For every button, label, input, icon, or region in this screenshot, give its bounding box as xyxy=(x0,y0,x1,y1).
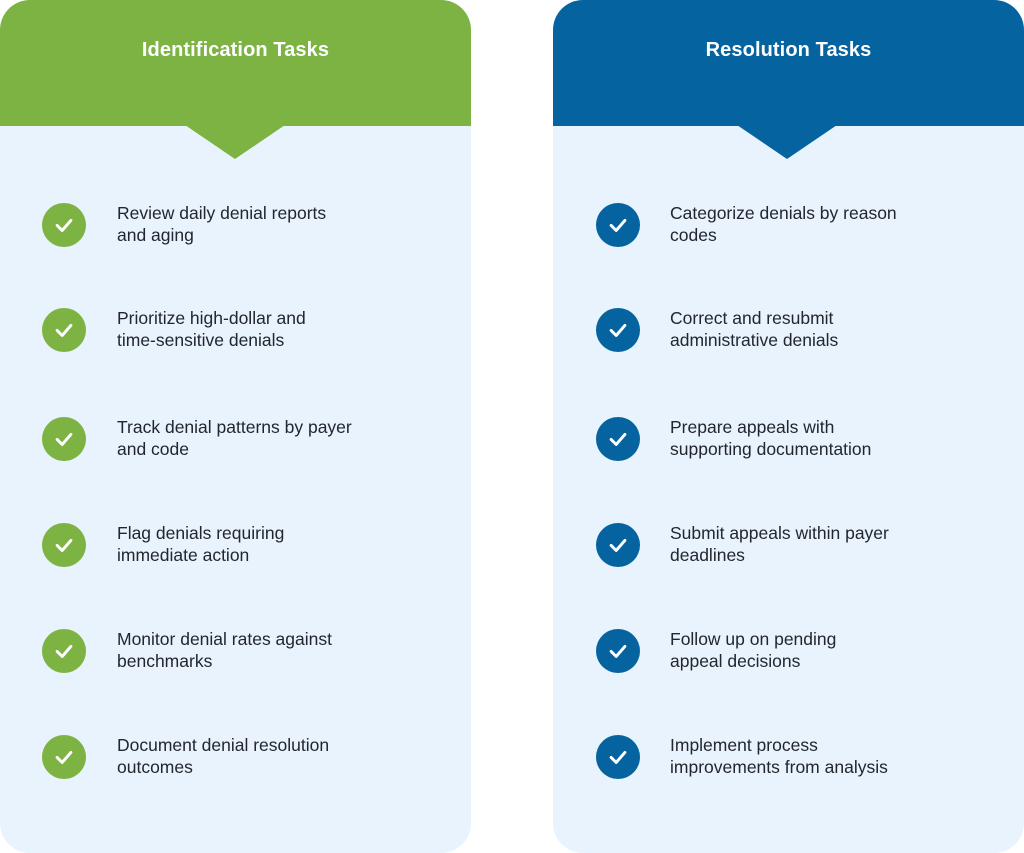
check-circle-icon xyxy=(42,523,86,567)
check-circle-icon xyxy=(42,203,86,247)
task-text-line: improvements from analysis xyxy=(670,757,888,777)
check-circle-icon xyxy=(596,735,640,779)
task-text-line: Flag denials requiring xyxy=(117,523,285,543)
resolution-tasks-title: Resolution Tasks xyxy=(705,38,872,61)
task-text-line: benchmarks xyxy=(117,651,213,671)
task-text-line: appeal decisions xyxy=(670,651,801,671)
check-circle-icon xyxy=(42,629,86,673)
task-text-line: Document denial resolution xyxy=(117,735,330,755)
task-text-line: Submit appeals within payer xyxy=(670,523,889,543)
task-text-line: Review daily denial reports xyxy=(117,203,327,223)
task-text-line: supporting documentation xyxy=(670,439,872,459)
task-text-line: Implement process xyxy=(670,735,818,755)
identification-tasks-title: Identification Tasks xyxy=(141,38,330,61)
check-circle-icon xyxy=(42,308,86,352)
task-text-line: Categorize denials by reason xyxy=(670,203,897,223)
task-text-line: Prioritize high-dollar and xyxy=(117,308,306,328)
task-text-line: and aging xyxy=(117,225,194,245)
task-text-line: immediate action xyxy=(117,545,250,565)
task-text-line: outcomes xyxy=(117,757,193,777)
task-text-line: and code xyxy=(117,439,190,459)
task-text-line: Follow up on pending xyxy=(670,629,837,649)
check-circle-icon xyxy=(596,308,640,352)
resolution-tasks-header: Resolution Tasks xyxy=(553,0,1024,126)
task-text-line: deadlines xyxy=(670,545,745,565)
check-circle-icon xyxy=(42,417,86,461)
header-pointer-arrow xyxy=(185,125,285,159)
check-circle-icon xyxy=(42,735,86,779)
identification-tasks-card: Identification Tasks Review daily denial… xyxy=(0,0,471,853)
header-pointer-arrow xyxy=(737,125,837,159)
check-circle-icon xyxy=(596,523,640,567)
task-text-line: administrative denials xyxy=(670,330,839,350)
task-text-line: codes xyxy=(670,225,717,245)
check-circle-icon xyxy=(596,629,640,673)
task-text-line: Track denial patterns by payer xyxy=(117,417,352,437)
check-circle-icon xyxy=(596,203,640,247)
task-text-line: time-sensitive denials xyxy=(117,330,285,350)
task-text-line: Correct and resubmit xyxy=(670,308,834,328)
resolution-tasks-card: Resolution Tasks Categorize denials by r… xyxy=(553,0,1024,853)
task-text-line: Monitor denial rates against xyxy=(117,629,332,649)
task-text-line: Prepare appeals with xyxy=(670,417,835,437)
identification-tasks-header: Identification Tasks xyxy=(0,0,471,126)
check-circle-icon xyxy=(596,417,640,461)
